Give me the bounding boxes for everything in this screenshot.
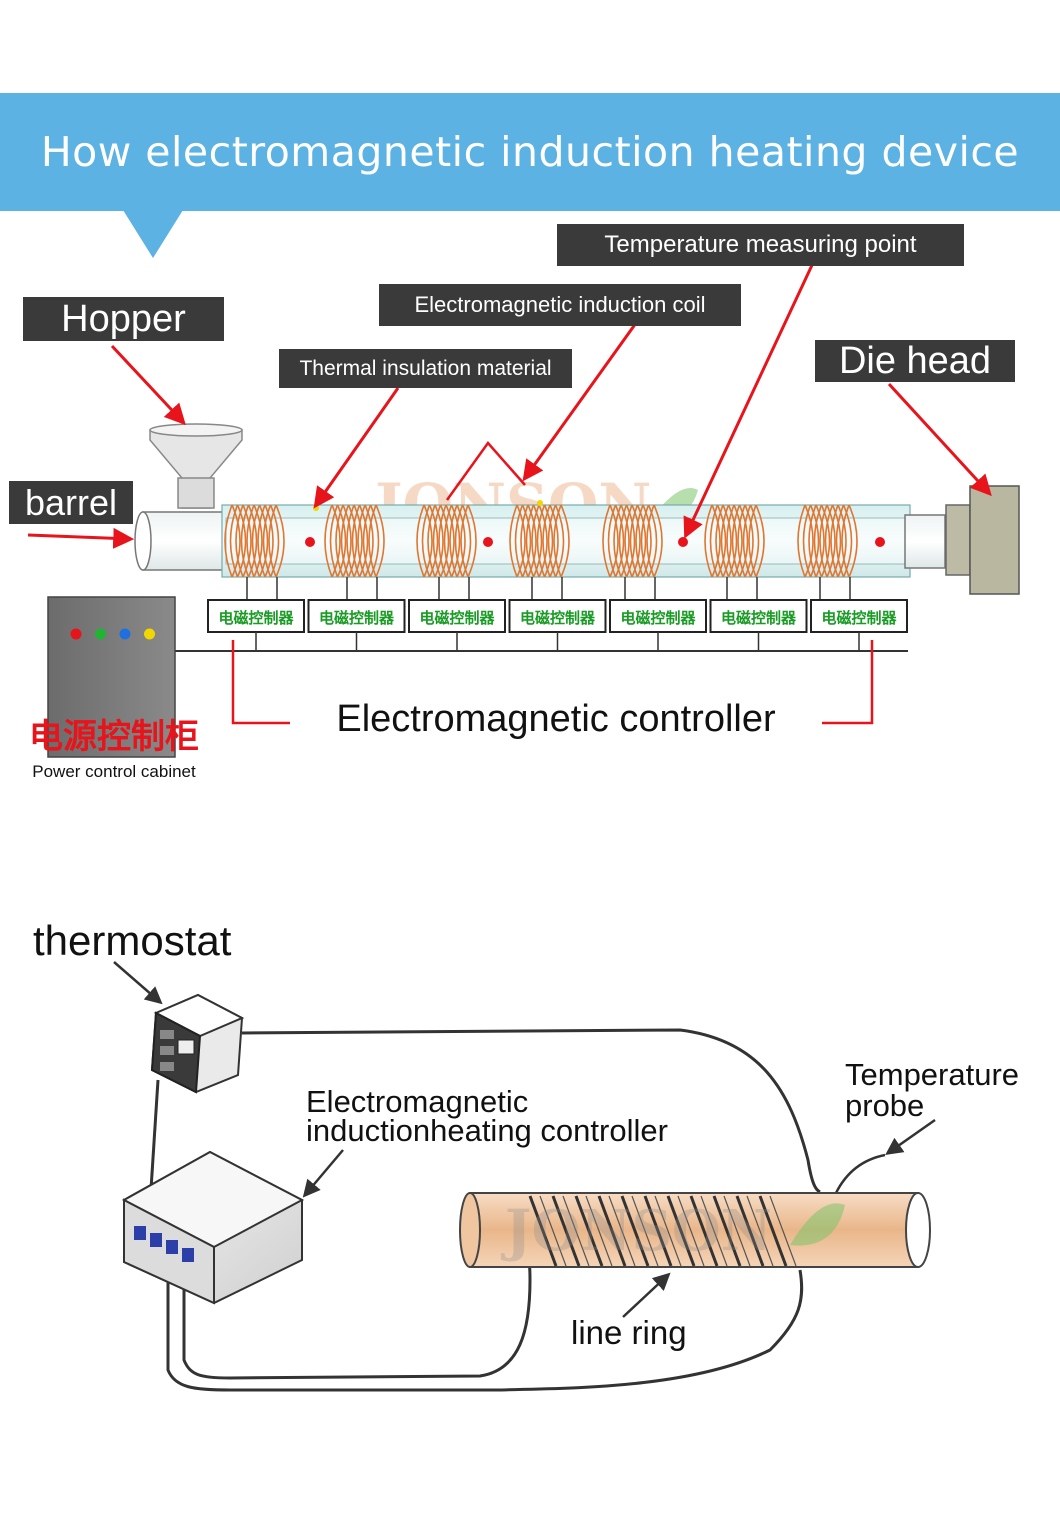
controller-module: 电磁控制器 bbox=[508, 599, 607, 651]
temperature-point bbox=[875, 537, 885, 547]
controller-module: 电磁控制器 bbox=[408, 599, 506, 651]
controller-module: 电磁控制器 bbox=[207, 599, 305, 651]
controller-module-label: 电磁控制器 bbox=[218, 609, 294, 627]
controller-label-line2: inductionheating controller bbox=[306, 1113, 668, 1148]
controller-module-label: 电磁控制器 bbox=[419, 609, 495, 627]
controller-modules: 电磁控制器 电磁控制器 电磁控制器 电磁控制器 电磁控制器 电磁控制器 电磁控制器 bbox=[207, 599, 908, 651]
bottom-callout-arrows bbox=[113, 961, 936, 1318]
title-banner bbox=[0, 93, 1060, 211]
controller-label: Electromagnetic controller bbox=[336, 698, 776, 740]
temperature-point bbox=[305, 537, 315, 547]
hopper-label: Hopper bbox=[23, 297, 224, 341]
banner-pointer bbox=[123, 210, 183, 258]
temperature-point bbox=[678, 537, 688, 547]
thermostat-device bbox=[150, 993, 245, 1094]
line-ring-label: line ring bbox=[571, 1314, 687, 1351]
induction-coil bbox=[324, 504, 385, 600]
controller-label-line1: Electromagnetic bbox=[306, 1084, 528, 1119]
thermal-insulation-label: Thermal insulation material bbox=[279, 349, 572, 388]
cabinet-label-cn: 电源控制柜 bbox=[29, 717, 199, 757]
watermark-leaf-icon-bottom bbox=[790, 1203, 845, 1246]
indicator-light bbox=[144, 628, 155, 640]
indicator-light bbox=[119, 628, 131, 640]
induction-coil bbox=[602, 504, 663, 600]
thermostat-label: thermostat bbox=[33, 917, 232, 964]
callout-arrows bbox=[27, 262, 992, 549]
indicator-light bbox=[70, 628, 82, 640]
die-head bbox=[945, 485, 1020, 595]
indicator-light bbox=[95, 628, 106, 640]
die-head-label: Die head bbox=[815, 340, 1015, 382]
induction-coil bbox=[416, 504, 477, 600]
hopper bbox=[149, 423, 243, 509]
induction-coil-label: Electromagnetic induction coil bbox=[379, 284, 741, 326]
temperature-point bbox=[483, 537, 493, 547]
controller-module-label: 电磁控制器 bbox=[620, 609, 696, 627]
controller-module: 电磁控制器 bbox=[810, 599, 908, 651]
induction-coil bbox=[224, 504, 285, 600]
controller-module: 电磁控制器 bbox=[307, 599, 406, 651]
line-ring-coil bbox=[528, 1195, 797, 1267]
watermark-bottom: JONSON bbox=[500, 1198, 772, 1264]
induction-coil bbox=[509, 504, 570, 600]
extruder-diagram: JONSON 电磁控制器电磁控制器电磁控制器电磁控制器电磁控制器电磁控制器电磁控… bbox=[27, 262, 1020, 781]
controller-module-label: 电磁控制器 bbox=[821, 609, 897, 627]
controller-bracket bbox=[231, 640, 874, 725]
induction-coil bbox=[797, 504, 858, 600]
barrel-label: barrel bbox=[9, 481, 133, 524]
power-cabinet bbox=[47, 596, 176, 758]
induction-coils bbox=[224, 504, 858, 600]
cabinet-indicator-lights bbox=[70, 628, 155, 640]
induction-coil bbox=[704, 504, 765, 600]
induction-controller-device bbox=[121, 1150, 305, 1305]
controller-module: 电磁控制器 bbox=[709, 599, 808, 651]
probe-label-line2: probe bbox=[845, 1088, 924, 1123]
probe-label-line1: Temperature bbox=[845, 1057, 1019, 1092]
coil-marker bbox=[537, 500, 543, 506]
coil-pointer-vee bbox=[445, 440, 526, 501]
controller-module: 电磁控制器 bbox=[609, 599, 707, 651]
controller-wiring-diagram: JONSON thermostat Electromagnetic induct… bbox=[33, 917, 1019, 1392]
insulation-marker bbox=[313, 505, 319, 511]
temp-point-label: Temperature measuring point bbox=[557, 224, 964, 266]
controller-module-label: 电磁控制器 bbox=[721, 609, 797, 627]
controller-module-label: 电磁控制器 bbox=[319, 609, 395, 627]
controller-module-label: 电磁控制器 bbox=[520, 609, 596, 627]
cabinet-label-en: Power control cabinet bbox=[32, 762, 196, 781]
temperature-points bbox=[305, 500, 885, 547]
